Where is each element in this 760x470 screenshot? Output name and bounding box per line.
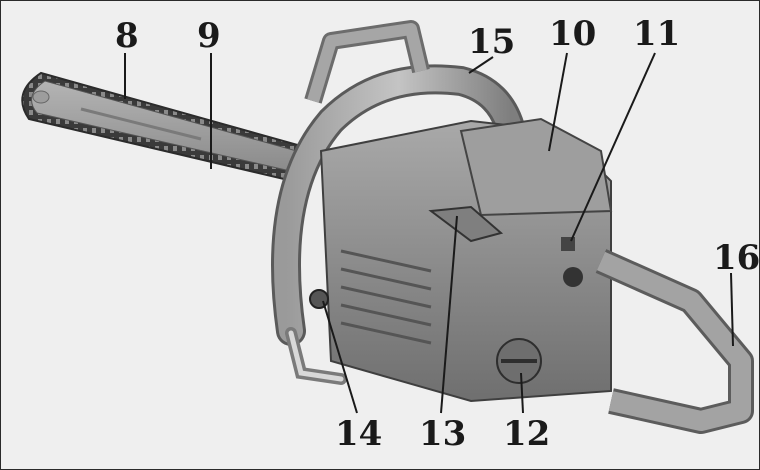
carry-handle bbox=[304, 20, 430, 104]
callout-10: 10 bbox=[549, 14, 597, 54]
engine-housing bbox=[309, 117, 613, 403]
callout-9: 9 bbox=[197, 16, 221, 56]
callout-15: 15 bbox=[468, 22, 516, 62]
callout-11: 11 bbox=[633, 14, 681, 54]
front-handle bbox=[271, 64, 526, 385]
callout-14: 14 bbox=[335, 414, 383, 454]
rear-handle bbox=[595, 249, 754, 434]
leader-lines bbox=[124, 52, 734, 414]
callout-12: 12 bbox=[503, 414, 551, 454]
callout-13: 13 bbox=[419, 414, 467, 454]
guide-bar bbox=[21, 71, 321, 185]
callout-8: 8 bbox=[115, 16, 139, 56]
callout-16: 16 bbox=[713, 238, 760, 278]
